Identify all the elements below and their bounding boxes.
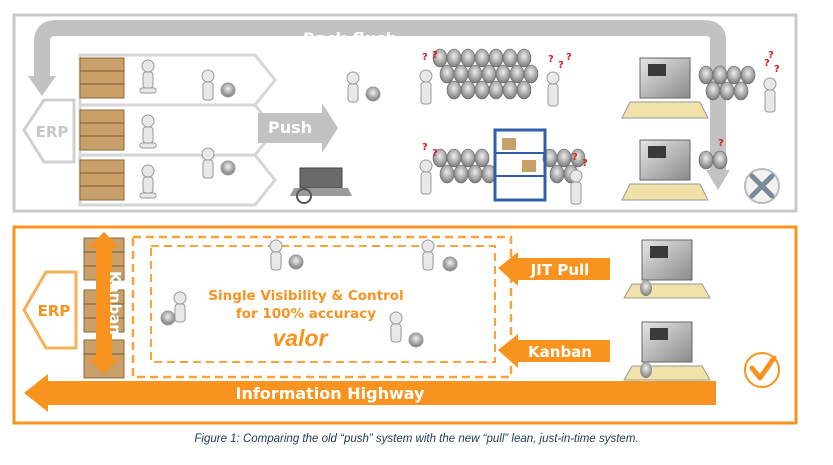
erp-chevron-bottom: ERP xyxy=(22,270,78,350)
svg-text:?: ? xyxy=(422,52,428,63)
backflush-label: Back-flush xyxy=(303,29,397,48)
erp-label-bottom: ERP xyxy=(38,302,71,320)
kanban-label: Kanban xyxy=(528,343,592,361)
valor-visibility-box xyxy=(131,235,513,379)
workers-top xyxy=(139,59,381,199)
center-line2: for 100% accuracy xyxy=(236,306,376,322)
center-line1: Single Visibility & Control xyxy=(208,288,403,304)
figure-caption: Figure 1: Comparing the old “push” syste… xyxy=(194,433,639,445)
push-label: Push xyxy=(268,118,312,137)
backflush-arrow xyxy=(28,20,730,190)
erp-chevron-top: ERP xyxy=(22,98,76,164)
svg-text:?: ? xyxy=(566,52,572,63)
question-marks: ?? ??? ?? ?? ??? ? xyxy=(422,50,780,169)
svg-text:?: ? xyxy=(422,142,428,153)
jit-pull-arrow: JIT Pull xyxy=(498,252,610,286)
jit-pull-label: JIT Pull xyxy=(530,261,590,279)
svg-text:?: ? xyxy=(582,158,588,169)
push-system-panel: Back-flush ERP Push xyxy=(12,13,798,213)
svg-text:?: ? xyxy=(432,50,438,61)
svg-text:?: ? xyxy=(572,152,578,163)
kanban-vertical-label: Kanban xyxy=(106,271,124,335)
erp-label-top: ERP xyxy=(36,123,69,141)
svg-text:?: ? xyxy=(548,54,554,65)
check-mark-icon xyxy=(744,352,780,388)
x-mark-icon xyxy=(744,168,780,204)
information-highway-arrow: Information Highway xyxy=(24,374,716,412)
push-arrow: Push xyxy=(258,103,338,153)
kanban-arrow: Kanban xyxy=(498,334,610,368)
warehouse-racks-top xyxy=(79,57,125,201)
reel-inventory-piles xyxy=(432,48,756,184)
information-highway-label: Information Highway xyxy=(236,384,426,403)
confused-workers: ?? ??? ?? ?? ??? ? xyxy=(419,50,780,205)
laptop-icon xyxy=(290,167,352,204)
workers-bottom xyxy=(160,239,458,348)
magnifier-icon xyxy=(296,188,312,204)
svg-text:?: ? xyxy=(764,58,770,69)
svg-text:?: ? xyxy=(768,50,774,61)
pull-system-panel: ERP Kanban Single Visibility & Control f… xyxy=(12,225,798,425)
svg-text:?: ? xyxy=(774,64,780,75)
svg-text:?: ? xyxy=(558,60,564,71)
svg-text:?: ? xyxy=(432,148,438,159)
kanban-vertical-arrow: Kanban xyxy=(88,232,124,374)
svg-text:?: ? xyxy=(718,138,724,149)
smt-machines-bottom xyxy=(623,239,711,381)
smt-machines-top xyxy=(621,57,709,201)
blue-rack xyxy=(493,128,547,202)
valor-logo: valor xyxy=(273,325,329,351)
